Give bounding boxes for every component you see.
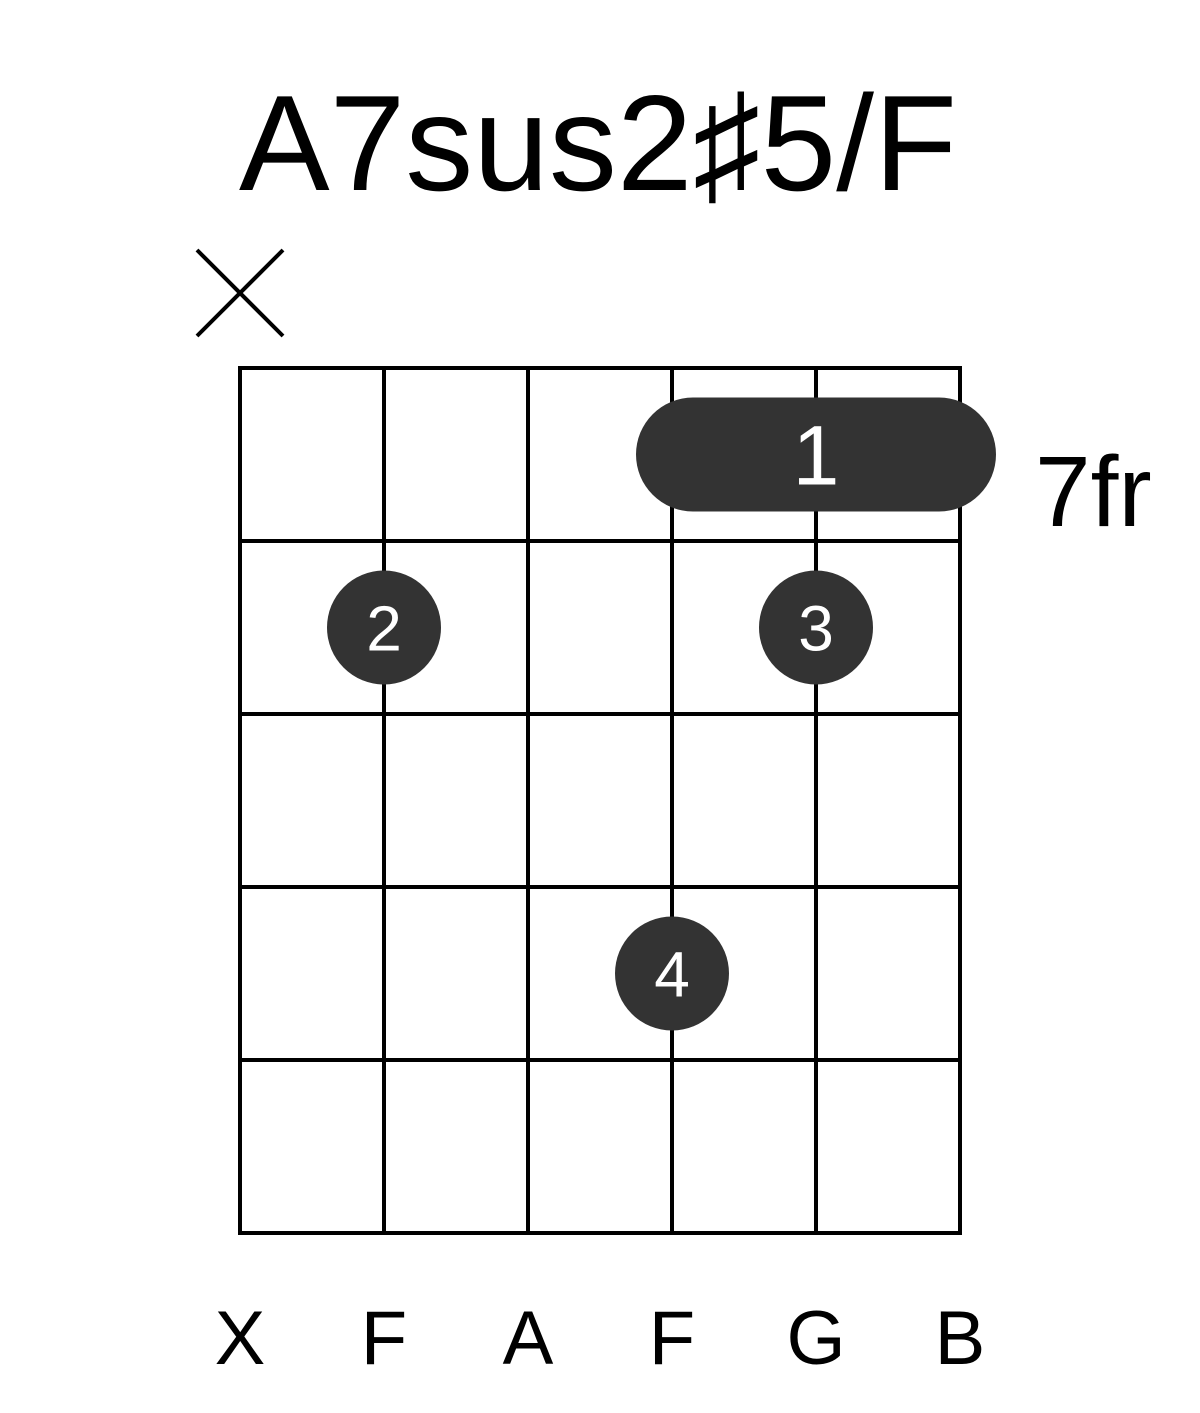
chord-title: A7sus2♯5/F xyxy=(239,67,957,219)
finger-dot-circle xyxy=(615,916,729,1031)
muted-markers xyxy=(195,248,285,338)
finger-number: 3 xyxy=(798,593,834,665)
finger-dot: 3 xyxy=(759,570,873,685)
muted-string-icon xyxy=(195,248,285,338)
finger-number: 2 xyxy=(366,593,402,665)
string-note-label: F xyxy=(361,1296,407,1381)
finger-dot-circle xyxy=(327,570,441,685)
string-note-label: G xyxy=(786,1296,845,1381)
string-note-label: X xyxy=(215,1296,266,1381)
start-fret-label: 7fr xyxy=(1035,436,1152,548)
finger-number: 4 xyxy=(654,939,690,1011)
string-note-label: F xyxy=(649,1296,695,1381)
string-note-label: B xyxy=(935,1296,986,1381)
barre-layer: 1 xyxy=(636,397,996,512)
finger-dot: 4 xyxy=(615,916,729,1031)
finger-dot-circle xyxy=(759,570,873,685)
string-note-label: A xyxy=(503,1296,554,1381)
barre-bar xyxy=(636,397,996,512)
barre-finger-label: 1 xyxy=(793,409,840,503)
finger-dots: 2 3 4 xyxy=(327,570,873,1031)
finger-dot: 2 xyxy=(327,570,441,685)
fretboard-grid xyxy=(238,366,962,1235)
